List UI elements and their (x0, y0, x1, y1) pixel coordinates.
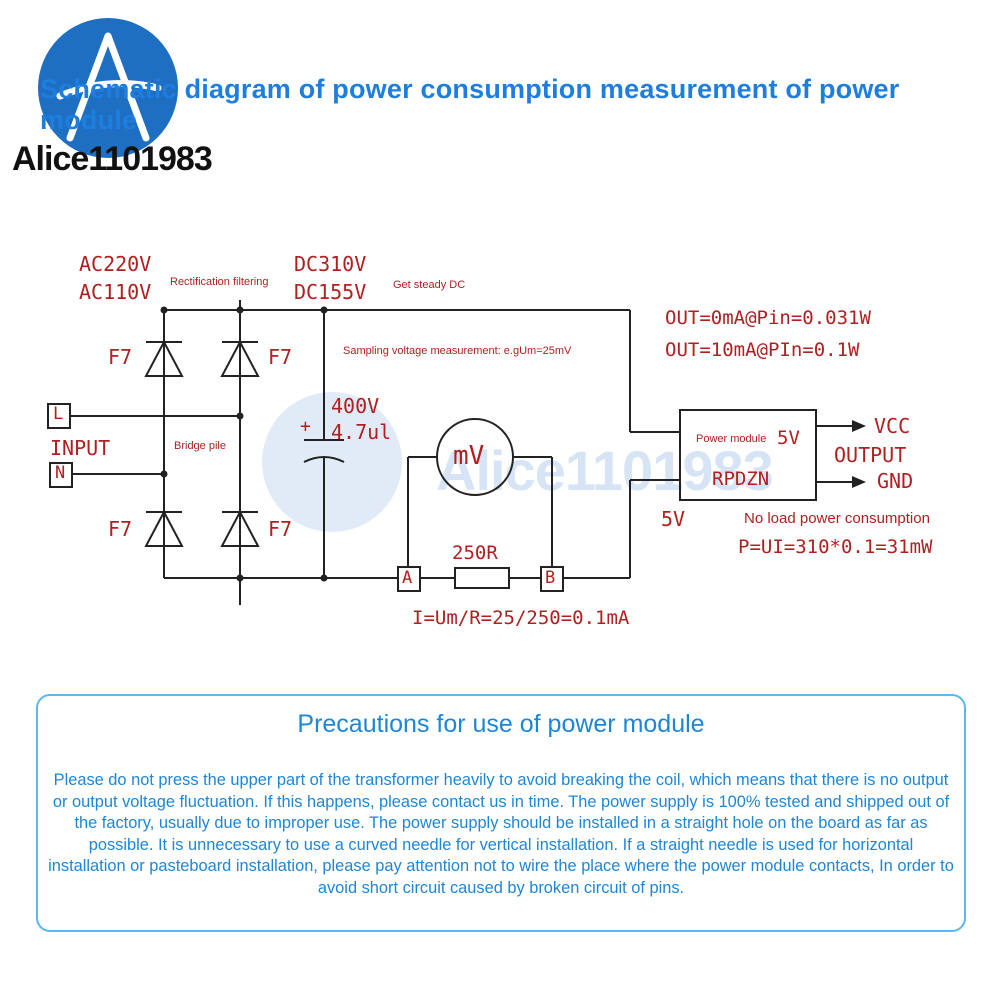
output-power-line-1: OUT=0mA@Pin=0.031W (665, 307, 871, 329)
precautions-body: Please do not press the upper part of th… (48, 771, 954, 897)
cap-voltage: 400V (331, 394, 380, 418)
power-module-name: RPDZN (712, 468, 770, 490)
precautions-box: Precautions for use of power module Plea… (36, 694, 966, 932)
power-module-box (679, 409, 817, 501)
ac-input-110: AC110V (79, 280, 152, 304)
vcc-arrowhead (852, 420, 866, 432)
diode-label-bottom-left: F7 (108, 517, 133, 541)
node-a-box (397, 566, 421, 592)
cap-plus-sign: + (300, 416, 311, 437)
power-module-label: Power module (696, 433, 767, 445)
diode-top-left (144, 339, 184, 377)
gnd-label: GND (877, 469, 914, 493)
page-title: Schematic diagram of power consumption m… (40, 74, 900, 135)
diode-bottom-left (144, 509, 184, 547)
gnd-arrowhead (852, 476, 866, 488)
sampling-note: Sampling voltage measurement: e.gUm=25mV (343, 345, 572, 357)
logo-a-icon (56, 32, 162, 142)
no-load-note: No load power consumption (744, 510, 930, 527)
resistor-label: 250R (452, 542, 498, 564)
output-label: OUTPUT (834, 443, 907, 467)
left-5v-label: 5V (661, 507, 686, 531)
current-formula: I=Um/R=25/250=0.1mA (412, 607, 630, 629)
input-label: INPUT (50, 436, 111, 460)
bridge-pile-label: Bridge pile (174, 440, 226, 452)
diode-bottom-right (220, 509, 260, 547)
meter-label: mV (453, 441, 485, 471)
precautions-heading: Precautions for use of power module (297, 710, 705, 738)
watermark-circle (262, 392, 402, 532)
logo-brand-text: Alice1101983 (12, 140, 213, 178)
diode-label-top-left: F7 (108, 345, 133, 369)
terminal-l-box (47, 403, 71, 429)
dc-155: DC155V (294, 280, 367, 304)
steady-dc-note: Get steady DC (393, 279, 466, 291)
terminal-n-label: N (55, 463, 66, 483)
logo-circle (38, 18, 178, 158)
output-power-line-2: OUT=10mA@PIn=0.1W (665, 339, 860, 361)
terminal-l-label: L (53, 404, 64, 424)
ac-input-220: AC220V (79, 252, 152, 276)
diode-label-bottom-right: F7 (268, 517, 293, 541)
rectification-note: Rectification filtering (170, 276, 269, 288)
node-a-label: A (402, 568, 413, 588)
dc-310: DC310V (294, 252, 367, 276)
power-formula: P=UI=310*0.1=31mW (738, 536, 933, 558)
terminal-n-box (49, 462, 73, 488)
cap-plate-bottom (303, 456, 345, 463)
resistor-body (454, 567, 510, 589)
node-b-box (540, 566, 564, 592)
node-b-label: B (545, 568, 556, 588)
diode-label-top-right: F7 (268, 345, 293, 369)
power-module-5v: 5V (777, 427, 800, 449)
vcc-label: VCC (874, 414, 911, 438)
diode-top-right (220, 339, 260, 377)
cap-value: 4.7ul (331, 420, 392, 444)
